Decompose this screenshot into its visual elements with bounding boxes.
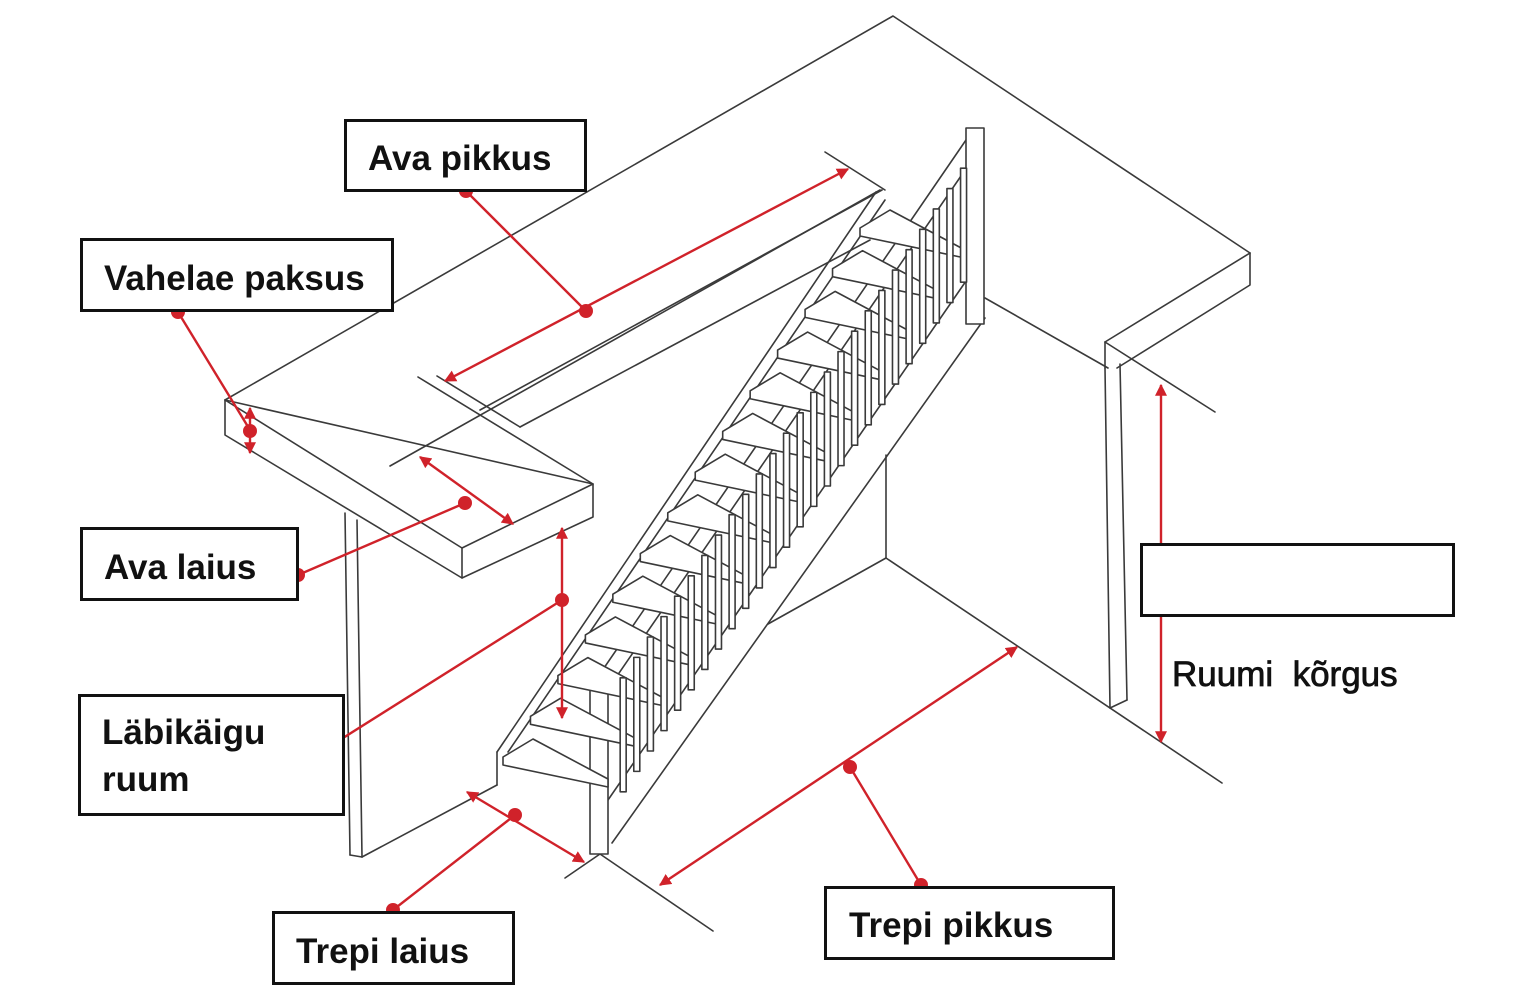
stair-baluster xyxy=(796,411,804,528)
stair-baluster xyxy=(932,208,941,324)
trepi-laius-arrow xyxy=(465,790,586,864)
vahelae-paksus-dot-arrow xyxy=(243,424,257,438)
stair-baluster xyxy=(837,350,845,467)
label-ruumi-korgus-text: Ruumi kõrgus xyxy=(1172,655,1398,695)
stair-tread xyxy=(502,738,609,788)
stair-baluster xyxy=(864,310,873,426)
label-trepi-pikkus: Trepi pikkus xyxy=(824,886,1115,960)
vahelae-paksus-leader xyxy=(176,311,252,431)
stair-baluster xyxy=(769,452,777,569)
ava-laius-arrow xyxy=(419,456,514,525)
slab-left-front-top xyxy=(224,399,594,485)
stair-baluster xyxy=(809,391,818,508)
stair-baluster xyxy=(728,513,736,630)
newel-post-top xyxy=(965,127,985,325)
trepi-pikkus-arrow xyxy=(659,646,1018,886)
label-labikaigu-ruum-line1: Läbikäigu xyxy=(102,713,266,752)
floor-back-left xyxy=(767,557,887,625)
left-wall-edge-2 xyxy=(356,519,363,858)
stair-baluster xyxy=(646,636,655,752)
label-trepi-laius: Trepi laius xyxy=(272,911,515,985)
label-ava-pikkus: Ava pikkus xyxy=(344,119,587,192)
stair-baluster xyxy=(959,167,968,283)
opening-ext-2 xyxy=(824,151,886,191)
label-ava-pikkus-text: Ava pikkus xyxy=(368,139,552,178)
ava-laius-leader xyxy=(297,501,466,577)
left-wall-bottom xyxy=(349,854,363,858)
stair-baluster xyxy=(741,493,750,610)
stair-baluster xyxy=(632,656,641,773)
ava-pikkus-leader xyxy=(465,190,587,312)
stair-baluster xyxy=(878,289,886,406)
stair-baluster xyxy=(891,269,900,385)
floor-front-left xyxy=(564,853,601,879)
trepi-laius-leader xyxy=(392,814,516,911)
label-ruumi-korgus: Ruumi kõrgus xyxy=(1140,543,1455,695)
stair-baluster xyxy=(905,248,913,365)
staircase xyxy=(496,127,986,855)
stair-baluster xyxy=(755,473,764,589)
opening-ext-1 xyxy=(436,375,521,428)
stair-baluster xyxy=(660,615,668,732)
stair-baluster xyxy=(714,534,723,650)
stair-baluster xyxy=(673,595,682,712)
slab-right-underside xyxy=(1104,341,1216,413)
stair-baluster xyxy=(687,575,696,691)
slab-opening-edge xyxy=(417,376,594,485)
stair-baluster xyxy=(619,676,627,793)
label-vahelae-paksus: Vahelae paksus xyxy=(80,238,394,312)
label-labikaigu-ruum: Läbikäigu ruum xyxy=(78,694,345,816)
left-wall-edge-1 xyxy=(344,512,351,856)
trepi-laius-dot-arrow xyxy=(508,808,522,822)
floor-back-edge xyxy=(885,557,1223,784)
ava-laius-dot-arrow xyxy=(458,496,472,510)
stair-baluster xyxy=(946,187,954,304)
stair-baluster xyxy=(782,432,791,548)
labikaigu-ruum-dot-arrow xyxy=(555,593,569,607)
slab-right-front-bottom xyxy=(1116,252,1251,369)
label-trepi-pikkus-text: Trepi pikkus xyxy=(849,906,1054,945)
label-ava-laius-text: Ava laius xyxy=(104,548,257,587)
label-trepi-laius-text: Trepi laius xyxy=(296,932,470,971)
ava-pikkus-arrow xyxy=(443,167,850,383)
stringer-back-top xyxy=(496,191,877,753)
right-wall-bottom xyxy=(1109,699,1128,709)
stair-baluster xyxy=(823,371,832,487)
ava-pikkus-dot-arrow xyxy=(579,304,593,318)
trepi-pikkus-leader xyxy=(848,766,923,886)
right-wall-edge-1 xyxy=(1104,367,1111,709)
trepi-pikkus-dot-arrow xyxy=(843,760,857,774)
stair-baluster xyxy=(918,228,927,345)
floor-front-line xyxy=(599,853,714,932)
stair-baluster xyxy=(850,330,859,447)
label-vahelae-paksus-text: Vahelae paksus xyxy=(104,259,365,298)
slab-right-front-top xyxy=(1104,252,1251,343)
stair-balusters xyxy=(619,167,968,793)
slab-top-edge-left xyxy=(224,15,1251,401)
right-wall-edge-2 xyxy=(1119,363,1128,701)
stair-baluster xyxy=(701,554,709,671)
slab-inner-back-edge xyxy=(984,297,1109,369)
label-labikaigu-ruum-line2: ruum xyxy=(102,760,190,800)
label-ava-laius: Ava laius xyxy=(80,527,299,601)
newel-post-bottom xyxy=(589,677,609,855)
